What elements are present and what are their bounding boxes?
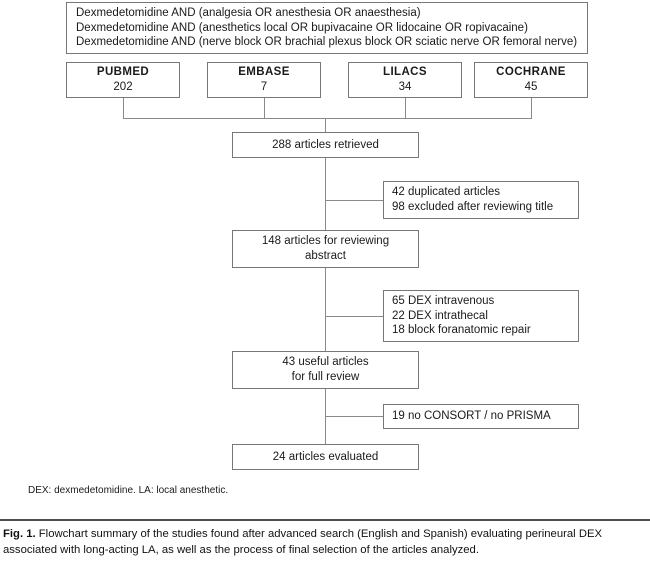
database-name-cochrane: COCHRANE: [496, 66, 566, 79]
connector-lilacs-drop: [405, 98, 406, 118]
exclusion-1-line-1: 42 duplicated articles: [392, 186, 501, 199]
database-box-embase: EMBASE 7: [207, 62, 321, 98]
exclusion-2-line-1: 65 DEX intravenous: [392, 294, 495, 307]
flow-box-useful-articles-full-review: 43 useful articles for full review: [232, 351, 419, 389]
query-line-3: Dexmedetomidine AND (nerve block OR brac…: [76, 36, 578, 49]
caption-divider: [0, 519, 650, 521]
database-name-embase: EMBASE: [238, 66, 290, 79]
flow-box-evaluated-line-1: 24 articles evaluated: [272, 450, 379, 463]
exclusion-box-duplicates-title: 42 duplicated articles 98 excluded after…: [383, 181, 579, 219]
figure-caption-label: Fig. 1.: [3, 528, 36, 540]
query-line-1: Dexmedetomidine AND (analgesia OR anesth…: [76, 6, 421, 19]
exclusion-3-line-1: 19 no CONSORT / no PRISMA: [392, 410, 551, 423]
database-box-pubmed: PUBMED 202: [66, 62, 180, 98]
flow-box-full-review-line-2: for full review: [291, 371, 360, 383]
database-count-lilacs: 34: [398, 81, 412, 93]
exclusion-2-line-2: 22 DEX intrathecal: [392, 309, 488, 322]
connector-database-bus: [123, 118, 532, 119]
exclusion-box-route-of-administration: 65 DEX intravenous 22 DEX intrathecal 18…: [383, 290, 579, 342]
figure-caption: Fig. 1. Flowchart summary of the studies…: [3, 527, 647, 558]
flow-box-abstract-line-1: 148 articles for reviewing: [261, 235, 390, 248]
flow-box-articles-evaluated: 24 articles evaluated: [232, 444, 419, 470]
database-count-embase: 7: [260, 81, 268, 93]
connector-abstract-to-full-review: [325, 268, 326, 351]
flow-box-abstract-line-2: abstract: [305, 250, 346, 262]
connector-retrieved-to-abstract: [325, 158, 326, 230]
exclusion-1-line-2: 98 excluded after reviewing title: [392, 201, 554, 213]
database-box-lilacs: LILACS 34: [348, 62, 462, 98]
database-name-lilacs: LILACS: [383, 66, 427, 79]
database-count-cochrane: 45: [524, 81, 538, 93]
database-box-cochrane: COCHRANE 45: [474, 62, 588, 98]
exclusion-box-no-consort-no-prisma: 19 no CONSORT / no PRISMA: [383, 404, 579, 429]
connector-bus-to-retrieved: [325, 118, 326, 132]
database-name-pubmed: PUBMED: [96, 66, 150, 79]
connector-branch-exclusion-2: [325, 316, 383, 317]
database-count-pubmed: 202: [113, 81, 133, 93]
flow-box-retrieved-line-1: 288 articles retrieved: [272, 138, 379, 151]
flow-box-articles-for-abstract-review: 148 articles for reviewing abstract: [232, 230, 419, 268]
connector-branch-exclusion-3: [325, 416, 383, 417]
connector-embase-drop: [264, 98, 265, 118]
connector-cochrane-drop: [531, 98, 532, 118]
abbreviations-footnote: DEX: dexmedetomidine. LA: local anesthet…: [28, 485, 229, 496]
query-line-2: Dexmedetomidine AND (anesthetics local O…: [76, 21, 528, 34]
search-query-box: Dexmedetomidine AND (analgesia OR anesth…: [66, 2, 588, 54]
exclusion-2-line-3: 18 block foranatomic repair: [392, 324, 531, 337]
flow-box-articles-retrieved: 288 articles retrieved: [232, 132, 419, 158]
connector-pubmed-drop: [123, 98, 124, 118]
figure-caption-text: Flowchart summary of the studies found a…: [3, 528, 603, 556]
flow-box-full-review-line-1: 43 useful articles: [282, 356, 369, 369]
connector-branch-exclusion-1: [325, 200, 383, 201]
